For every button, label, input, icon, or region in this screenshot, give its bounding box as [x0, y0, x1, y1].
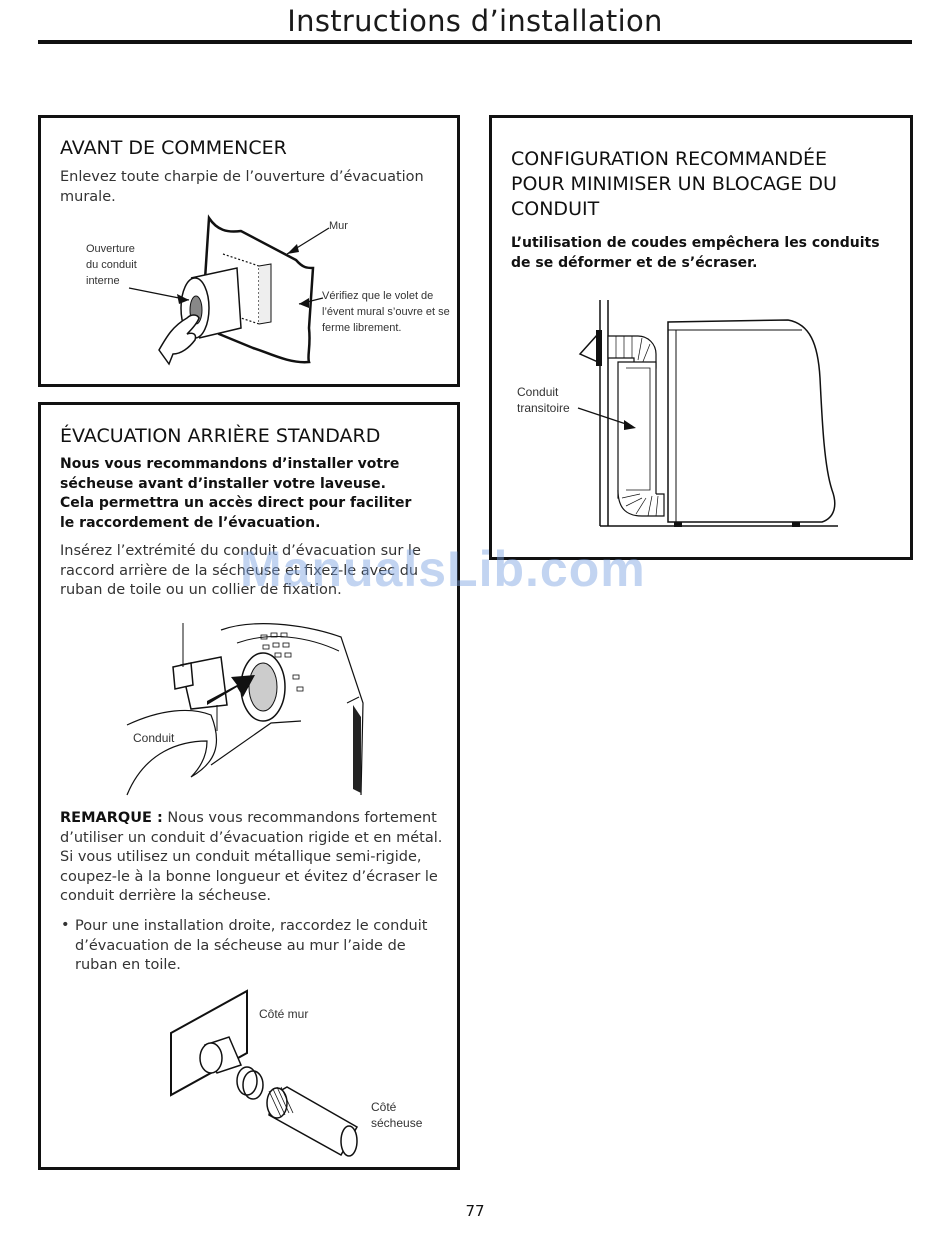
title-rule: [38, 40, 912, 44]
remarque-label: REMARQUE :: [60, 810, 163, 826]
config-heading: CONFIGURATION RECOMMANDÉE POUR MINIMISER…: [511, 148, 837, 220]
bullet-marker: •: [61, 917, 70, 933]
evacuation-box: ÉVACUATION ARRIÈRE STANDARD Nous vous re…: [38, 402, 460, 1170]
config-box: CONFIGURATION RECOMMANDÉE POUR MINIMISER…: [489, 115, 913, 560]
label-mur: Mur: [329, 220, 348, 232]
page-title: Instructions d’installation: [287, 4, 663, 38]
wall-vent-illustration: [128, 214, 330, 366]
evacuation-bold-text: Nous vous recommandons d’installer votre…: [60, 456, 412, 531]
label-conduit-transitoire: Conduit transitoire: [517, 385, 570, 415]
avant-heading: AVANT DE COMMENCER: [60, 137, 287, 159]
elbow-duct-illustration: [577, 300, 838, 527]
label-cote-mur: Côté mur: [259, 1007, 309, 1021]
label-ouverture: Ouverture du conduit interne: [86, 243, 137, 287]
label-conduit: Conduit: [133, 731, 175, 745]
remarque-text: Nous vous recommandons fortement d’utili…: [60, 810, 443, 904]
dryer-rear-duct-illustration: [126, 623, 364, 796]
avant-box: AVANT DE COMMENCER Enlevez toute charpie…: [38, 115, 460, 387]
page-number: 77: [465, 1202, 485, 1220]
watermark: ManualsLib.com: [240, 541, 646, 597]
evacuation-text: Insérez l’extrémité du conduit d’évacuat…: [60, 543, 421, 598]
bullet-text: Pour une installation droite, raccordez …: [75, 918, 428, 973]
remarque-paragraph: REMARQUE : Nous vous recommandons fortem…: [60, 809, 452, 907]
label-verifiez: Vérifiez que le volet de l’évent mural s…: [322, 290, 450, 334]
config-bold-text: L’utilisation de coudes empêchera les co…: [511, 235, 880, 271]
label-cote-secheuse: Côté sécheuse: [371, 1100, 423, 1130]
straight-duct-illustration: [170, 989, 359, 1157]
avant-text: Enlevez toute charpie de l’ouverture d’é…: [60, 169, 424, 205]
evacuation-heading: ÉVACUATION ARRIÈRE STANDARD: [60, 425, 381, 447]
